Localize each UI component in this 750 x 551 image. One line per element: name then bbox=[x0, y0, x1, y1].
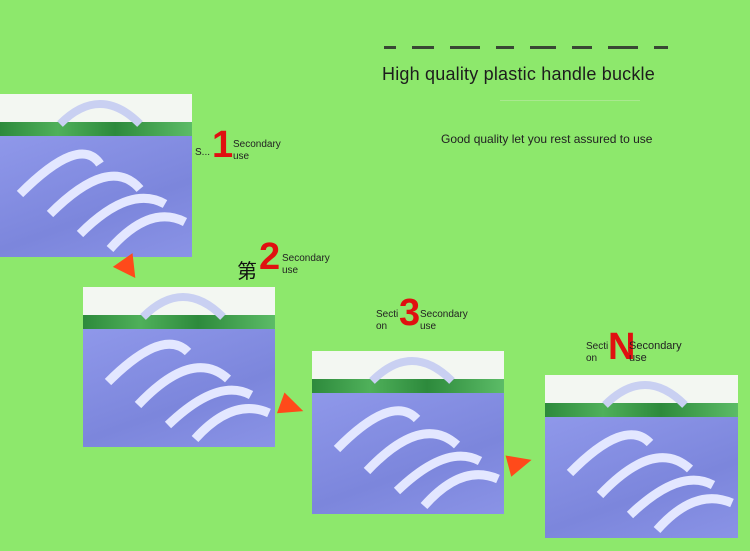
step-3-label-line1: Secondary bbox=[420, 309, 468, 320]
product-photo-n bbox=[545, 375, 738, 538]
product-photo-2 bbox=[83, 287, 275, 447]
step-1-label: Secondary use bbox=[233, 139, 281, 163]
step-2-label-line1: Secondary bbox=[282, 253, 330, 264]
page-title: High quality plastic handle buckle bbox=[382, 64, 655, 84]
step-n-number: N bbox=[608, 326, 636, 368]
step-2-number: 2 bbox=[259, 236, 281, 278]
arrow-icon bbox=[276, 392, 308, 422]
step-2-label: Secondary use bbox=[282, 253, 330, 277]
step-n-prefix-line1: Secti bbox=[586, 341, 609, 352]
step-2-label-line2: use bbox=[282, 265, 299, 276]
step-1-number: 1 bbox=[212, 124, 234, 166]
step-3-label: Secondary use bbox=[420, 309, 468, 333]
step-n-label-line1: Secondary bbox=[629, 340, 682, 352]
step-3-prefix-line1: Secti bbox=[376, 309, 399, 320]
ghost-heading bbox=[384, 40, 684, 54]
arrow-icon bbox=[505, 449, 535, 477]
handles-illustration-2 bbox=[104, 293, 271, 443]
handles-illustration-3 bbox=[333, 357, 500, 510]
arrow-icon bbox=[112, 253, 146, 285]
step-1-prefix: S... bbox=[195, 147, 211, 158]
handles-illustration-n bbox=[566, 381, 734, 534]
step-3-label-line2: use bbox=[420, 321, 437, 332]
step-n-prefix: Secti on bbox=[586, 341, 608, 365]
step-3-number: 3 bbox=[399, 292, 421, 334]
product-photo-3 bbox=[312, 351, 504, 514]
product-photo-1 bbox=[0, 94, 192, 257]
step-3-prefix: Secti on bbox=[376, 309, 398, 333]
step-n-label-line2: use bbox=[629, 352, 647, 364]
step-1-label-line2: use bbox=[233, 151, 250, 162]
step-2-prefix: 第 bbox=[237, 261, 257, 283]
step-n-prefix-line2: on bbox=[586, 353, 598, 364]
step-3-prefix-line2: on bbox=[376, 321, 388, 332]
handles-illustration-1 bbox=[16, 100, 188, 253]
step-n-label: Secondary use bbox=[629, 340, 682, 364]
divider bbox=[500, 100, 640, 101]
page-subtitle: Good quality let you rest assured to use bbox=[441, 132, 653, 146]
step-1-label-line1: Secondary bbox=[233, 139, 281, 150]
